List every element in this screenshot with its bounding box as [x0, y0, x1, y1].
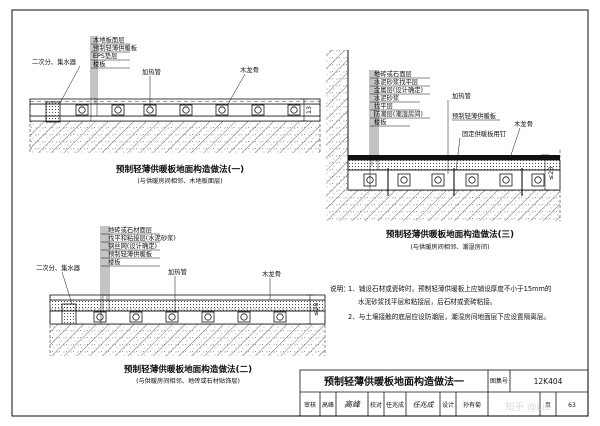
detail2-tile-finish	[49, 294, 326, 301]
detail3-heating-pipe-label: 加热管	[452, 91, 471, 100]
note-1-line-2: 水泥砂浆找平层和粘接层，后石材或瓷砖粘接。	[358, 297, 496, 306]
detail1-wood-keel-label: 木龙骨	[240, 65, 259, 74]
detail1-label-4: 楼板	[93, 59, 106, 68]
detail2-label-1: 地砖或石材面层	[108, 225, 152, 234]
atlas-label: 图集号	[490, 377, 508, 385]
detail3-board-label: 预制轻薄供暖板	[452, 111, 497, 120]
notes: 说明： 1、铺设石材或瓷砖时，预制轻薄供暖板上应铺设厚度不小于15mm的 水泥砂…	[330, 284, 552, 321]
reviewer-name: 高峰	[322, 401, 334, 409]
detail3-dim: ≤28	[548, 167, 555, 180]
detail1-label-2: 预制轻薄供暖板	[93, 43, 138, 52]
detail3-label-5: 找平层	[374, 101, 393, 110]
detail3-label-4: 水泥砂浆	[374, 93, 400, 102]
detail2-left-label: 二次分、集水器	[36, 263, 81, 272]
detail1-pipes	[75, 104, 301, 116]
designer-name: 孙有菊	[463, 401, 481, 409]
detail2-dim: ≤28	[313, 303, 320, 316]
detail3-label-1: 地砖或石面层	[374, 69, 412, 78]
detail1-dim: 13	[306, 106, 313, 114]
detail2-pipes	[93, 311, 287, 323]
detail3-pipes	[363, 173, 545, 187]
checker-name: 任兆成	[386, 401, 404, 409]
detail1-eps-layer	[29, 115, 321, 122]
design-label: 设计	[442, 401, 454, 409]
page-label: 页	[545, 402, 551, 409]
detail2-caption: 预制轻薄供暖板地面构造做法(二)	[124, 363, 252, 375]
detail3-label-7: 楼板	[374, 117, 387, 126]
detail-3: 地砖或石面层 水泥砂浆找平层 金属层(设计确定) 水泥砂浆 找平层 防潮层(潮湿…	[326, 50, 561, 251]
detail2-wood-keel-label: 木龙骨	[262, 269, 281, 278]
detail-1: 木地板面层 预制轻薄供暖板 EPS垫层 楼板 二次分、集水器 加热管 木龙骨 1…	[29, 35, 321, 185]
reviewer-signature: 高峰	[344, 400, 361, 409]
title-block-title: 预制轻薄供暖板地面构造做法一	[324, 375, 464, 388]
detail3-tile-finish	[348, 155, 560, 160]
detail2-label-4: 预制轻薄供暖板	[108, 249, 153, 258]
detail3-label-6: 防潮层(潮湿房间)	[374, 109, 423, 118]
title-block	[299, 369, 589, 417]
atlas-number: 12K404	[534, 377, 563, 386]
detail3-nails	[387, 168, 523, 196]
detail1-caption: 预制轻薄供暖板地面构造做法(一)	[116, 163, 244, 175]
detail1-heating-pipe-label: 加热管	[142, 67, 161, 76]
detail3-wood-keel-label: 木龙骨	[514, 119, 533, 128]
detail1-manifold-box	[45, 101, 61, 123]
check-label: 校对	[370, 401, 382, 409]
detail2-label-5: 楼板	[108, 257, 121, 266]
review-label: 审核	[304, 401, 316, 409]
detail2-heating-pipe-label: 加热管	[168, 267, 187, 276]
detail3-label-3: 金属层(设计确定)	[374, 85, 423, 94]
detail1-heating-board	[29, 103, 321, 117]
detail2-label-2: 找平和粘接层(水泥砂浆)	[108, 233, 176, 242]
detail1-left-label: 二次分、集水器	[32, 57, 77, 66]
note-2: 2、与土壤接触的底层应设防潮层，潮湿房间地面层下应设置隔离层。	[348, 312, 550, 321]
page-number: 63	[568, 402, 576, 409]
notes-heading: 说明：	[330, 284, 350, 293]
detail1-label-1: 木地板面层	[93, 35, 124, 44]
detail3-caption: 预制轻薄供暖板地面构造做法(三)	[386, 228, 514, 240]
watermark: 知乎 @Lis	[505, 401, 549, 413]
detail2-mortar-layer	[49, 299, 326, 312]
detail1-label-3: EPS垫层	[93, 51, 117, 60]
detail3-label-2: 水泥砂浆找平层	[374, 77, 418, 86]
detail3-subcaption: (与供暖房间相邻、潮湿房间)	[410, 243, 489, 251]
detail1-subcaption: (与供暖房间相邻、木地板面层)	[137, 177, 222, 185]
detail3-nail-label: 固定供暖板用钉	[462, 129, 507, 138]
checker-signature: 任兆成	[413, 401, 435, 409]
detail-2: 地砖或石材面层 找平和粘接层(水泥砂浆) 钢丝网(设计确定) 预制轻薄供暖板 楼…	[36, 225, 326, 385]
detail2-manifold-box	[61, 303, 77, 325]
detail2-subcaption: (与供暖房间相邻、地砖或石材贴饰层)	[136, 377, 240, 385]
detail2-label-3: 钢丝网(设计确定)	[108, 241, 157, 250]
note-1-line-1: 1、铺设石材或瓷砖时，预制轻薄供暖板上应铺设厚度不小于15mm的	[348, 284, 552, 293]
